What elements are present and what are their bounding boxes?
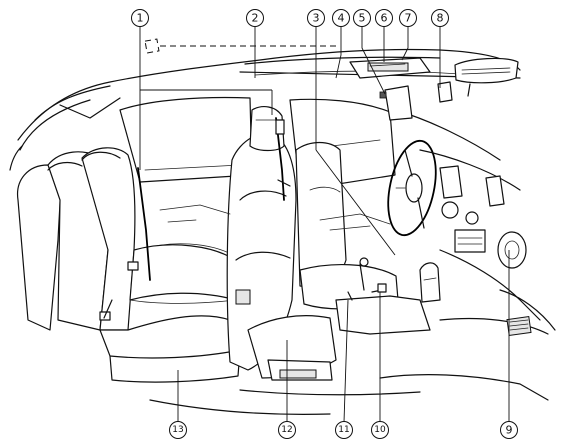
rear-seatbelts [99,167,151,321]
floor-and-vents [149,315,549,415]
callout-12: 12 [278,421,296,439]
steering-wheel [387,139,437,237]
overhead-console [349,57,431,79]
callout-13-label: 13 [172,425,183,435]
center-console [335,257,441,335]
callout-9: 9 [500,421,518,439]
driver-seat [295,141,399,310]
callout-13: 13 [169,421,187,439]
callout-8: 8 [431,9,449,27]
rear-seat [17,147,241,383]
callout-9-label: 9 [506,424,513,437]
callout-6: 6 [375,9,393,27]
callout-10: 10 [371,421,389,439]
callout-3: 3 [307,9,325,27]
callout-12-label: 12 [281,425,292,435]
callout-8-label: 8 [437,12,444,25]
callout-1: 1 [131,9,149,27]
callout-2-label: 2 [252,12,259,25]
callout-7: 7 [399,9,417,27]
front-seat [226,106,337,381]
sun-visors [379,81,453,121]
callout-3-label: 3 [313,12,320,25]
callout-5: 5 [353,9,371,27]
floor-mats [159,204,391,305]
dashboard [419,149,556,331]
callout-6-label: 6 [381,12,388,25]
callout-5-label: 5 [359,12,366,25]
headliner-dashed-line [144,38,340,54]
callout-1-label: 1 [137,12,144,25]
callout-leaders [139,25,510,423]
callout-11-label: 11 [338,425,349,435]
callout-4-label: 4 [338,12,345,25]
callout-11: 11 [335,421,353,439]
callout-7-label: 7 [405,12,412,25]
callout-4: 4 [332,9,350,27]
rearview-mirror [454,57,519,97]
callout-2: 2 [246,9,264,27]
front-seatbelt [275,117,291,201]
callout-10-label: 10 [374,425,386,435]
